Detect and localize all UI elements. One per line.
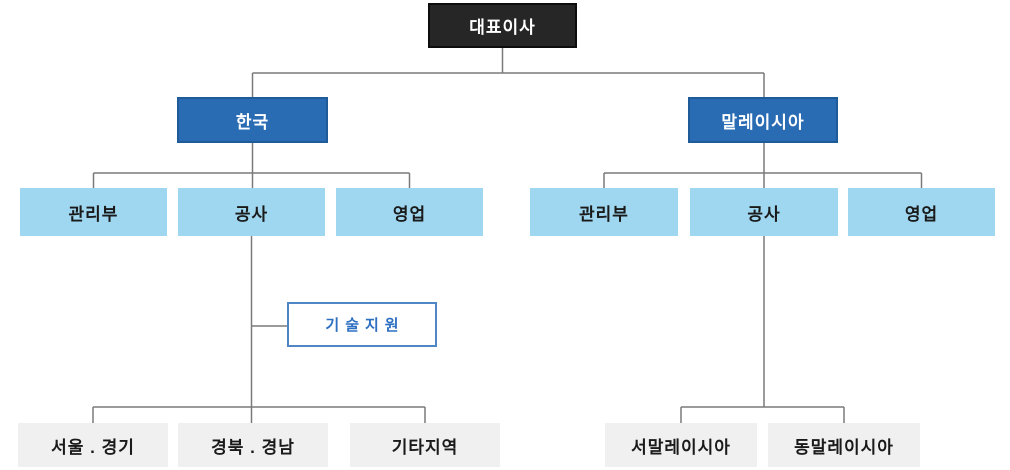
connector-malaysia-to-departments xyxy=(603,143,923,188)
malaysia-dept-management-node: 관리부 xyxy=(530,188,678,236)
malaysia-dept-sales-node: 영업 xyxy=(848,188,995,236)
connector-korea-to-departments xyxy=(92,143,411,188)
malaysia-region-east-node: 동말레이시아 xyxy=(768,423,920,467)
tech-support-node: 기술지원 xyxy=(287,302,437,347)
korea-region-other-node: 기타지역 xyxy=(350,423,500,467)
malaysia-region-west-node: 서말레이시아 xyxy=(605,423,757,467)
connector-korea-construction-to-regions xyxy=(92,236,426,423)
korea-dept-sales-node: 영업 xyxy=(336,188,483,236)
ceo-node: 대표이사 xyxy=(428,3,577,48)
korea-dept-construction-node: 공사 xyxy=(178,188,325,236)
korea-region-gyeongbuk-gyeongnam-node: 경북 . 경남 xyxy=(178,423,328,467)
malaysia-dept-construction-node: 공사 xyxy=(690,188,838,236)
connector-malaysia-construction-to-regions xyxy=(680,236,845,423)
korea-region-seoul-gyeonggi-node: 서울 . 경기 xyxy=(18,423,168,467)
branch-malaysia-node: 말레이시아 xyxy=(688,97,838,143)
korea-dept-management-node: 관리부 xyxy=(20,188,167,236)
branch-korea-node: 한국 xyxy=(177,97,328,143)
connector-ceo-to-branches xyxy=(251,48,765,97)
